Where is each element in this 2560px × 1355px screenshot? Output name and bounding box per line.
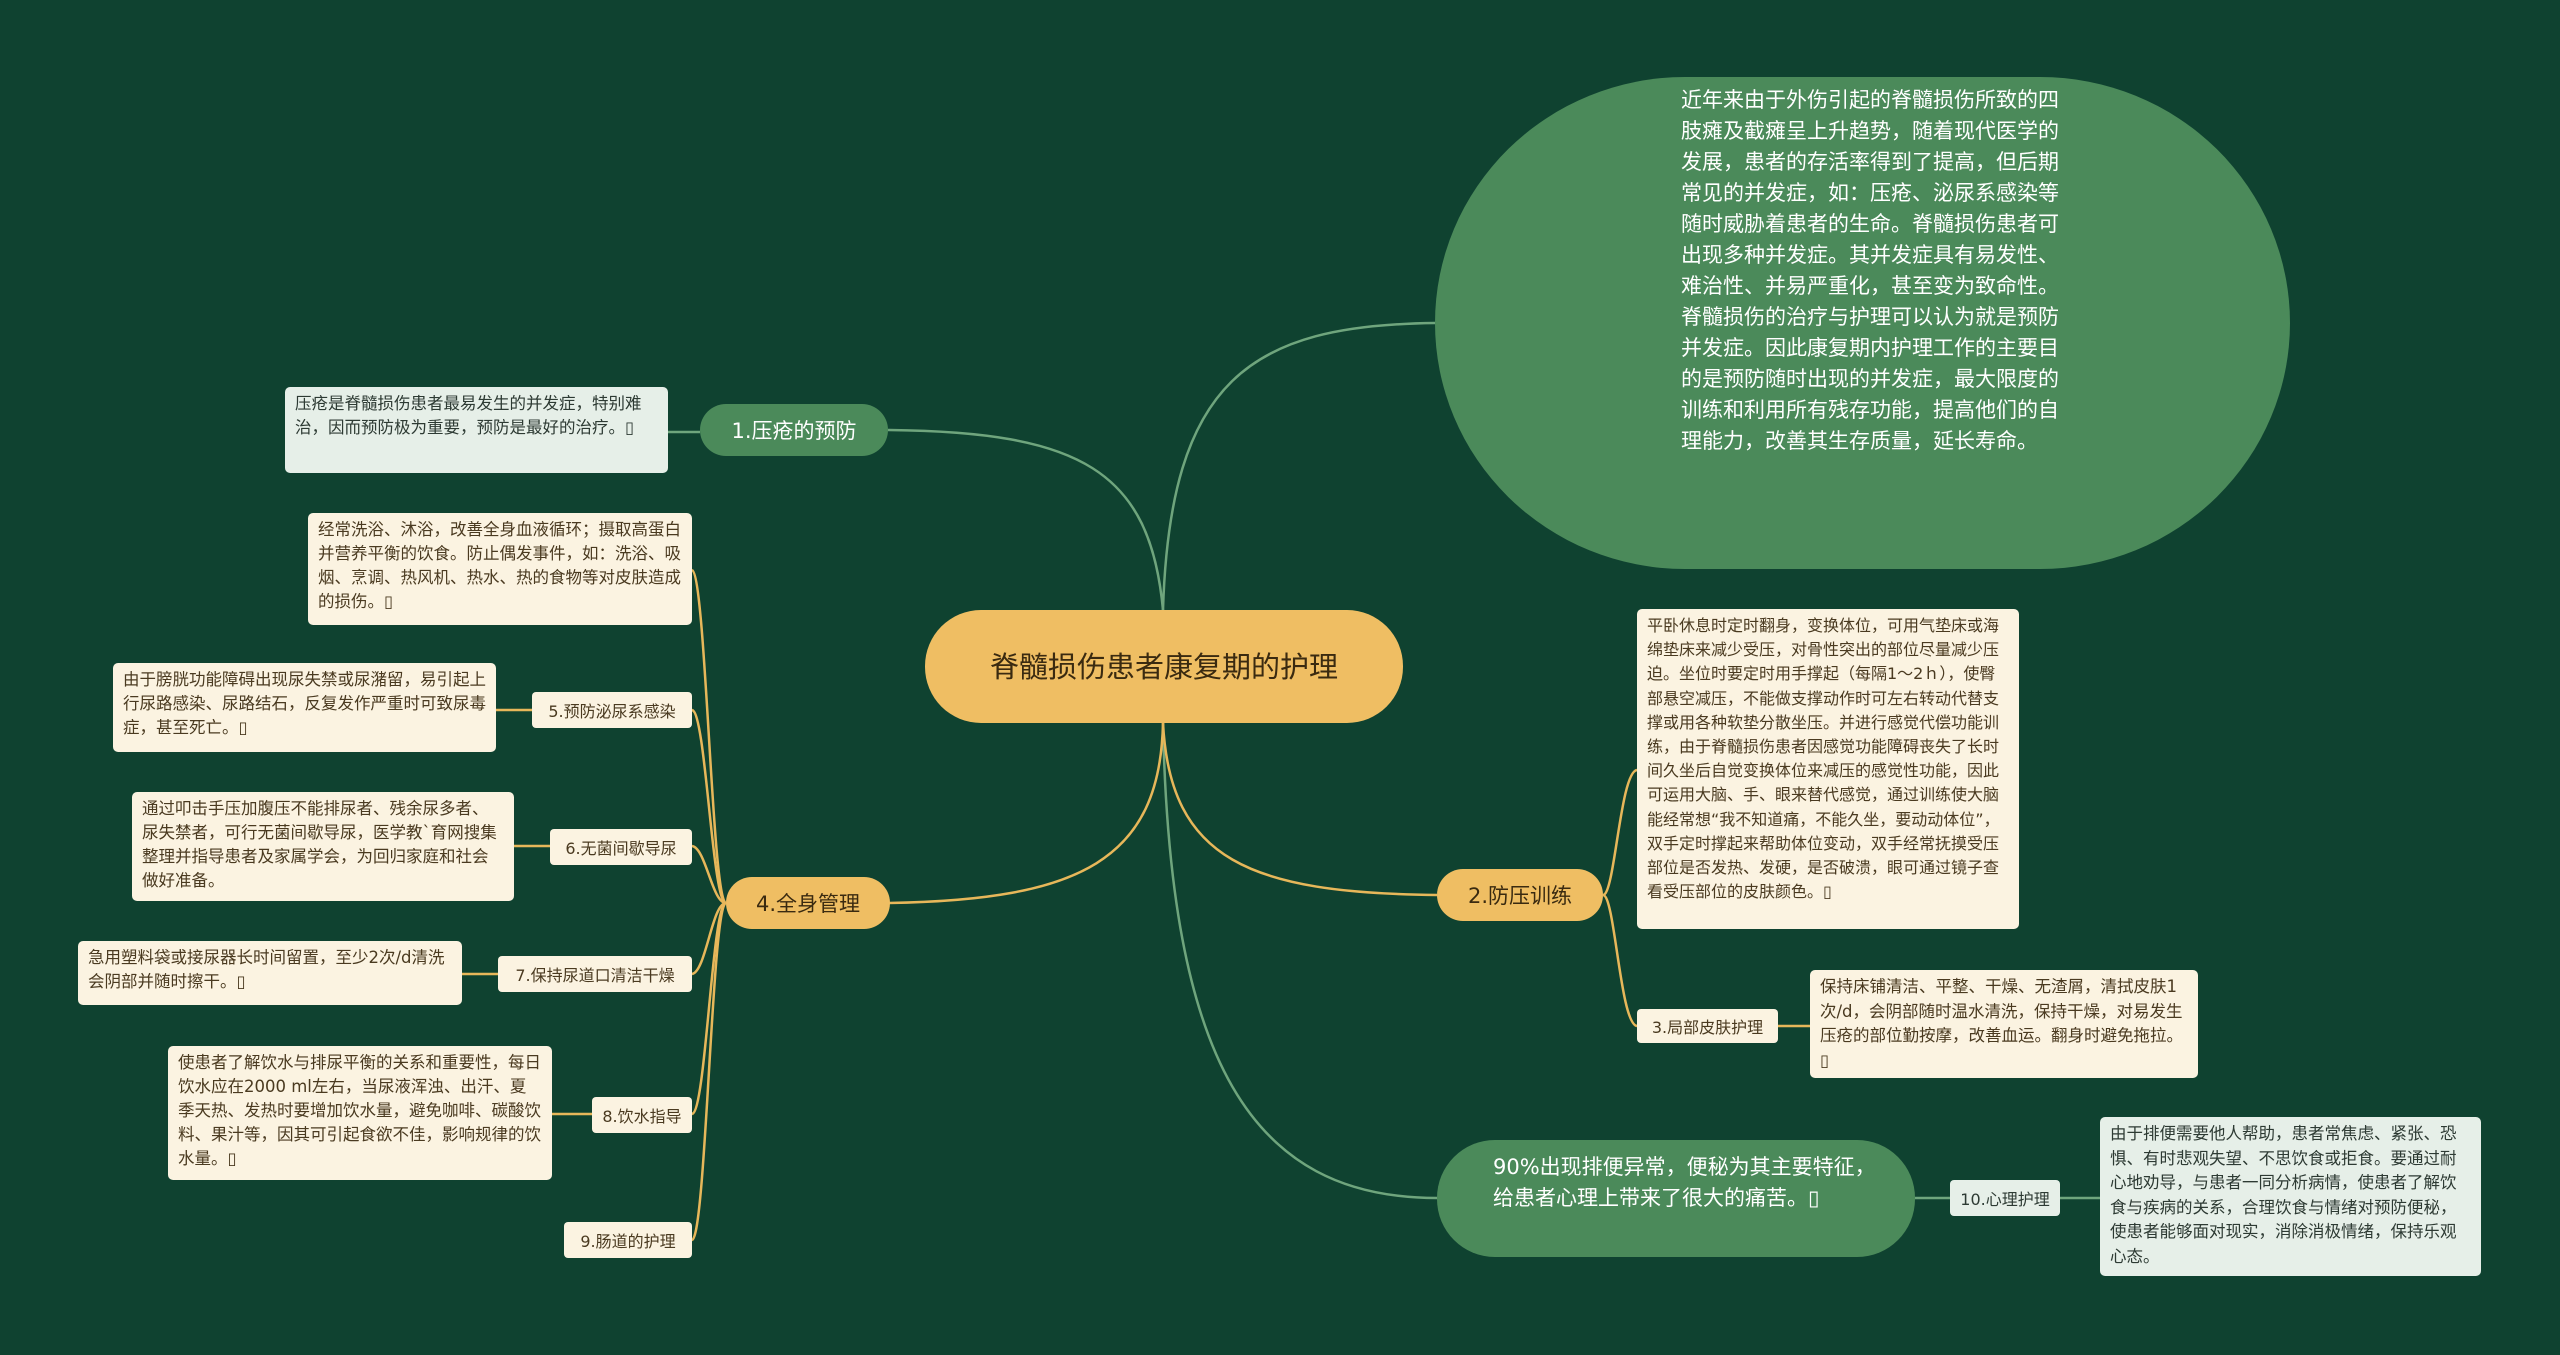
branch-general-management[interactable]: 4.全身管理: [726, 877, 890, 929]
topic-psychological-care[interactable]: 10.心理护理: [1950, 1180, 2060, 1216]
link-branch4-item9: [690, 901, 728, 1242]
topic-prevent-urinary-infection-label: 5.预防泌尿系感染: [548, 702, 676, 721]
branch-pressure-sore-prevention[interactable]: 1.压疮的预防: [700, 404, 888, 456]
link-root-branch1: [887, 428, 1165, 611]
central-topic[interactable]: 脊髓损伤患者康复期的护理: [925, 610, 1403, 723]
topic-prevent-urinary-infection[interactable]: 5.预防泌尿系感染: [532, 692, 692, 728]
topic-psychological-care-label: 10.心理护理: [1960, 1190, 2050, 1209]
topic-bowel-care-label: 9.肠道的护理: [580, 1232, 676, 1251]
link-root-branch2: [1161, 722, 1438, 897]
topic-urethral-hygiene-label: 7.保持尿道口清洁干燥: [515, 966, 675, 985]
urethral-hygiene-detail[interactable]: 急用塑料袋或接尿器长时间留置，至少2次/d清洗会阴部并随时擦干。▯: [78, 941, 462, 1005]
branch-pressure-training-label: 2.防压训练: [1467, 884, 1573, 908]
link-root-branch4: [887, 722, 1165, 905]
sterile-catheterization-detail[interactable]: 通过叩击手压加腹压不能排尿者、残余尿多者、尿失禁者，可行无菌间歇导尿，医学教`育…: [132, 792, 514, 901]
topic-water-intake[interactable]: 8.饮水指导: [592, 1097, 692, 1133]
link-branch4-item5: [690, 708, 728, 905]
bowel-bubble[interactable]: 90%出现排便异常，便秘为其主要特征，给患者心理上带来了很大的痛苦。▯: [1437, 1140, 1915, 1257]
branch-pressure-training[interactable]: 2.防压训练: [1437, 869, 1603, 921]
intro-text: 近年来由于外伤引起的脊髓损伤所致的四肢瘫及截瘫呈上升趋势，随着现代医学的发展，患…: [1681, 88, 2059, 453]
intro-bubble[interactable]: 近年来由于外伤引起的脊髓损伤所致的四肢瘫及截瘫呈上升趋势，随着现代医学的发展，患…: [1435, 77, 2290, 569]
link-branch2-detail: [1601, 768, 1638, 897]
topic-sterile-catheterization[interactable]: 6.无菌间歇导尿: [550, 829, 692, 865]
psychological-care-detail[interactable]: 由于排便需要他人帮助，患者常焦虑、紧张、恐惧、有时悲观失望、不思饮食或拒食。要通…: [2100, 1117, 2481, 1276]
water-intake-detail[interactable]: 使患者了解饮水与排尿平衡的关系和重要性，每日饮水应在2000 ml左右，当尿液浑…: [168, 1046, 552, 1180]
topic-urethral-hygiene[interactable]: 7.保持尿道口清洁干燥: [498, 956, 692, 992]
general-management-note[interactable]: 经常洗浴、沐浴，改善全身血液循环；摄取高蛋白并营养平衡的饮食。防止偶发事件，如：…: [308, 513, 692, 625]
link-branch4-item7: [691, 901, 727, 976]
topic-local-skin-care-label: 3.局部皮肤护理: [1651, 1018, 1764, 1037]
bowel-bubble-text: 90%出现排便异常，便秘为其主要特征，给患者心理上带来了很大的痛苦。▯: [1493, 1155, 1876, 1210]
pressure-training-detail[interactable]: 平卧休息时定时翻身，变换体位，可用气垫床或海绵垫床来减少受压，对骨性突出的部位尽…: [1637, 609, 2019, 929]
central-topic-label: 脊髓损伤患者康复期的护理: [989, 649, 1338, 684]
link-branch2-sub3: [1601, 893, 1638, 1028]
branch-general-management-label: 4.全身管理: [755, 892, 861, 916]
local-skin-care-detail[interactable]: 保持床铺清洁、平整、干燥、无渣屑，清拭皮肤1次/d，会阴部随时温水清洗，保持干燥…: [1810, 970, 2198, 1078]
link-branch4-item6: [691, 844, 727, 905]
link-branch4-item8: [690, 901, 728, 1116]
link-branch4-trunk: [690, 568, 728, 905]
topic-water-intake-label: 8.饮水指导: [602, 1107, 682, 1126]
branch-pressure-sore-prevention-note[interactable]: 压疮是脊髓损伤患者最易发生的并发症，特别难治，因而预防极为重要，预防是最好的治疗…: [285, 387, 668, 473]
prevent-urinary-infection-detail[interactable]: 由于膀胱功能障碍出现尿失禁或尿潴留，易引起上行尿路感染、尿路结石，反复发作严重时…: [113, 663, 496, 752]
topic-sterile-catheterization-label: 6.无菌间歇导尿: [565, 839, 677, 858]
topic-bowel-care[interactable]: 9.肠道的护理: [564, 1222, 692, 1258]
branch-pressure-sore-prevention-label: 1.压疮的预防: [731, 419, 857, 443]
link-root-bowel: [1161, 722, 1438, 1200]
link-root-intro: [1161, 321, 1436, 611]
topic-local-skin-care[interactable]: 3.局部皮肤护理: [1637, 1009, 1778, 1043]
